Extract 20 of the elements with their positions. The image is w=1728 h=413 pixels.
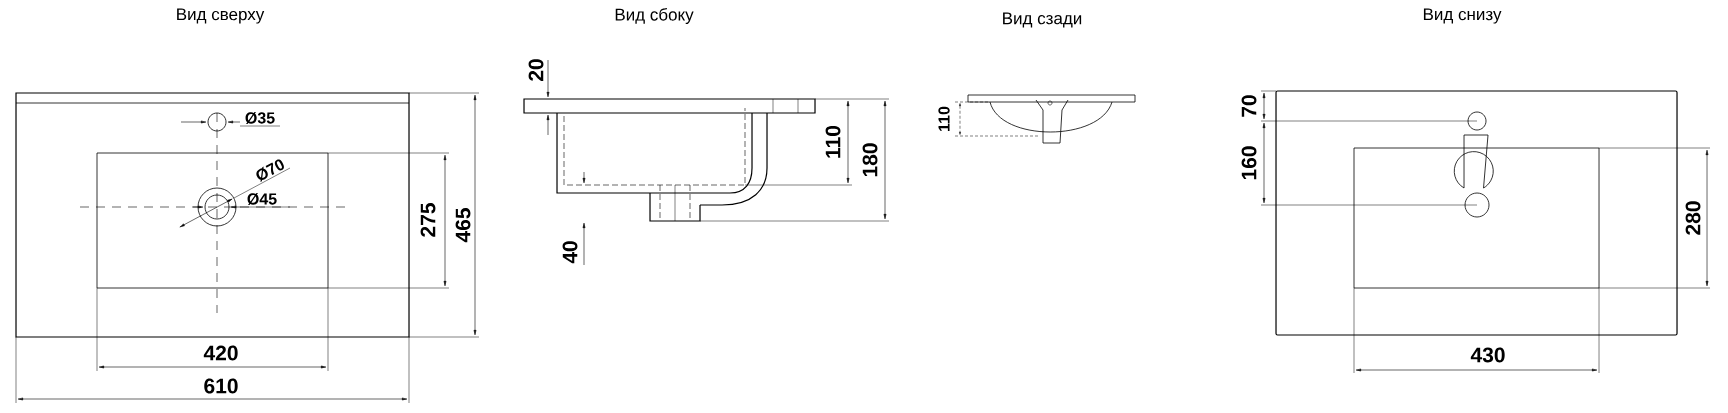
dimension-label: 280 — [1685, 201, 1701, 235]
dimension-label: 420 — [203, 345, 238, 361]
view-title: Вид снизу — [1423, 8, 1502, 24]
dimension-label: 40 — [562, 241, 578, 264]
dimension-label: 70 — [1241, 95, 1257, 117]
dimension-label: 465 — [455, 208, 471, 243]
dimension-label: Ø35 — [245, 111, 275, 125]
dimension-label: 160 — [1241, 146, 1257, 180]
dimension-label: 430 — [1470, 347, 1505, 363]
view-title: Вид сбоку — [615, 8, 694, 24]
dimension-label: 20 — [528, 59, 544, 81]
dimension-label: 610 — [204, 378, 238, 394]
view-title: Вид сзади — [1003, 12, 1082, 28]
dimension-label: 275 — [420, 203, 436, 237]
dimension-label: 110 — [938, 106, 950, 131]
view-title: Вид сверху — [177, 8, 265, 24]
dimension-label: Ø70 — [256, 159, 284, 182]
dimension-label: 110 — [825, 125, 841, 158]
dimension-label: 180 — [862, 143, 878, 177]
dimension-label: Ø45 — [247, 192, 277, 206]
